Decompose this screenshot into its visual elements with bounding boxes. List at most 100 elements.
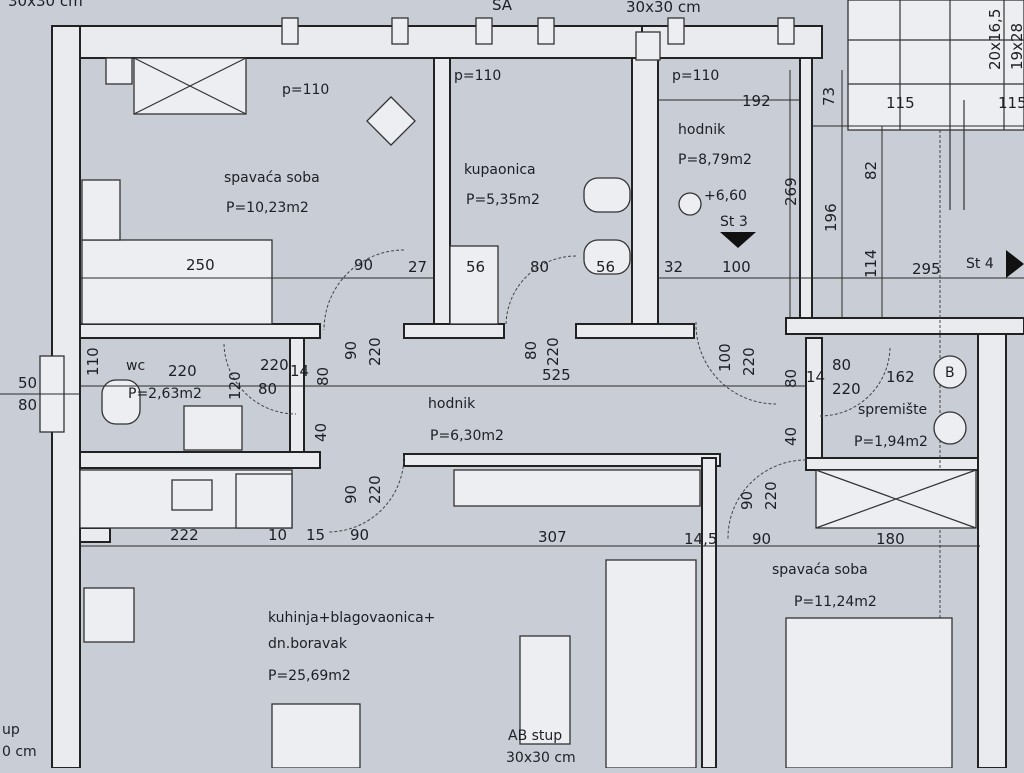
wall-row1-bottom-mid: [403, 323, 505, 339]
room-wc-area: P=2,63m2: [128, 386, 202, 402]
boiler-icon: [933, 355, 967, 389]
room-hall-top-name: hodnik: [678, 122, 726, 138]
column-title: AB stup: [508, 728, 562, 744]
wall-right-inner: [977, 333, 1007, 769]
dim-14a: 14: [806, 368, 825, 386]
room-bedroom2-area: P=11,24m2: [794, 594, 877, 610]
wall-kitchen-bed2: [701, 457, 717, 769]
staircase: [847, 0, 1024, 131]
wall-row2-bottom-left: [79, 451, 321, 469]
door-arc-wc: [223, 343, 297, 415]
shower-tray: [449, 245, 499, 325]
door-arc-kitchen: [327, 455, 405, 533]
washer-icon: [933, 411, 967, 445]
window-mark-4: [537, 17, 555, 45]
dim-220v7: 220: [762, 481, 780, 510]
room-storage-name: spremište: [858, 402, 927, 418]
bed-1: [81, 239, 273, 325]
sink-icon: [171, 479, 213, 511]
dim-180: 180: [876, 530, 905, 548]
dim-80v5: 80: [314, 367, 332, 386]
coffee-table: [519, 635, 571, 745]
room-bedroom1-name: spavaća soba: [224, 170, 320, 186]
column-hatch-1: [105, 57, 133, 85]
boiler-label: B: [945, 365, 955, 381]
dim-307: 307: [538, 528, 567, 546]
sill-label-b: p=110: [454, 68, 501, 84]
dim-40a: 40: [312, 423, 330, 442]
room-bedroom2-name: spavaća soba: [772, 562, 868, 578]
dim-10: 10: [268, 526, 287, 544]
dim-27: 27: [408, 258, 427, 276]
window-mark-5: [667, 17, 685, 45]
room-wc-name: wc: [126, 358, 145, 374]
dim-120v: 120: [226, 371, 244, 400]
stair-arrow-icon: [720, 232, 756, 248]
dim-115b: 115: [998, 94, 1024, 112]
dim-110v: 110: [84, 347, 102, 376]
dim-196: 196: [822, 203, 840, 232]
dim-220v1: 220: [366, 337, 384, 366]
dim-80a: 80: [530, 258, 549, 276]
dim-73: 73: [820, 87, 838, 106]
dim-90c: 90: [752, 530, 771, 548]
door-arc-bed1: [323, 249, 405, 331]
dim-222: 222: [170, 526, 199, 544]
fridge-icon: [235, 473, 293, 529]
room-hall-name: hodnik: [428, 396, 476, 412]
dim-220b: 220: [832, 380, 861, 398]
sill-label-a: p=110: [282, 82, 329, 98]
dim-90v7: 90: [738, 491, 756, 510]
dim-162: 162: [886, 368, 915, 386]
dim-220d: 220: [260, 356, 289, 374]
stove-icon: [83, 587, 135, 643]
dim-295: 295: [912, 260, 941, 278]
dim-14b: 14: [290, 362, 309, 380]
dim-100v: 100: [716, 343, 734, 372]
dim-32: 32: [664, 258, 683, 276]
top-19x28: 19x28: [1008, 23, 1024, 70]
stair4-arrow-icon: [1006, 250, 1024, 278]
dim-56a: 56: [466, 258, 485, 276]
dim-80b: 80: [832, 356, 851, 374]
wall-wc-hall: [289, 337, 305, 455]
stair-label: St 3: [720, 214, 748, 230]
bed-2: [785, 617, 953, 769]
column-left-b: 0 cm: [2, 744, 37, 760]
sill-label-c: p=110: [672, 68, 719, 84]
top-col-left: 30x30 cm: [8, 0, 83, 10]
top-col-right: 30x30 cm: [626, 0, 701, 16]
dim-269: 269: [782, 177, 800, 206]
stair4-label: St 4: [966, 256, 994, 272]
dim-80d: 80: [18, 396, 37, 414]
room-bedroom1-area: P=10,23m2: [226, 200, 309, 216]
door-arc-hall: [695, 321, 777, 405]
dim-220v3: 220: [740, 347, 758, 376]
dim-40b: 40: [782, 427, 800, 446]
room-bathroom-name: kupaonica: [464, 162, 536, 178]
level-marker-icon: [678, 192, 702, 216]
room-hall-area: P=6,30m2: [430, 428, 504, 444]
nightstand: [81, 179, 121, 241]
dim-90v1: 90: [342, 341, 360, 360]
wall-row2-bottom-mid: [403, 453, 721, 467]
column-size: 30x30 cm: [506, 750, 576, 766]
window-mark-2: [391, 17, 409, 45]
dim-220v6: 220: [366, 475, 384, 504]
dim-80c: 80: [258, 380, 277, 398]
bidet-icon: [583, 239, 631, 275]
room-bathroom-area: P=5,35m2: [466, 192, 540, 208]
top-sa: SA: [492, 0, 513, 14]
dim-50: 50: [18, 374, 37, 392]
door-arc-bed2: [727, 459, 807, 541]
door-arc-bath: [505, 255, 577, 327]
dim-90b: 90: [350, 526, 369, 544]
lamp-icon: [366, 96, 416, 146]
wall-row1-bottom-right: [785, 317, 1024, 335]
column-hatch-2: [635, 31, 661, 61]
wall-kitchen-top: [79, 527, 111, 543]
room-storage-area: P=1,94m2: [854, 434, 928, 450]
sofa: [605, 559, 697, 769]
dim-56b: 56: [596, 258, 615, 276]
